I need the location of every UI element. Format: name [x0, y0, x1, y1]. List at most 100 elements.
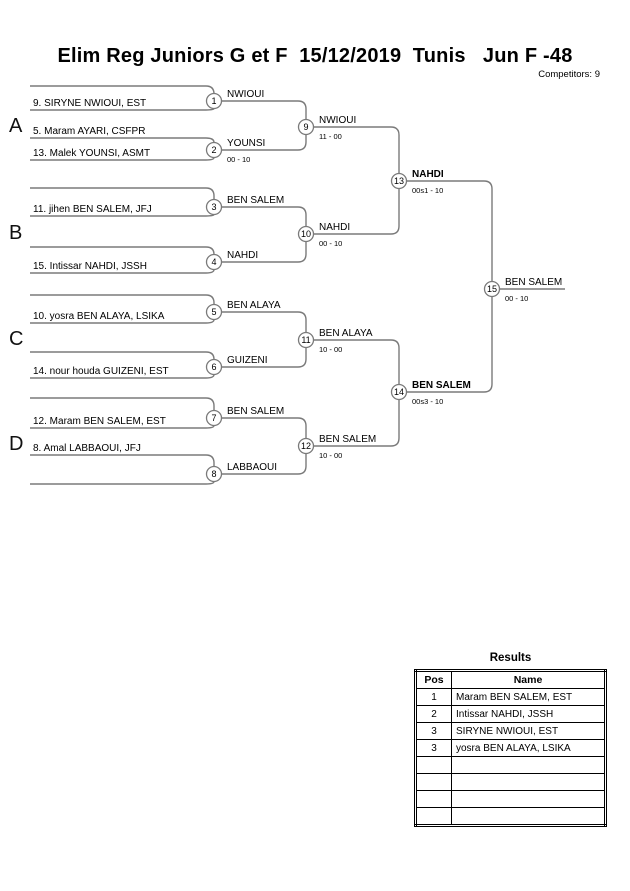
result-name: [451, 790, 606, 808]
competitor-name: 10. yosra BEN ALAYA, LSIKA: [33, 311, 165, 322]
bracket-connector: [221, 134, 307, 151]
result-name: Maram BEN SALEM, EST: [451, 688, 606, 706]
result-pos: [415, 790, 452, 808]
competitor-name: 13. Malek YOUNSI, ASMT: [33, 148, 150, 159]
match-winner-label: BEN ALAYA: [319, 328, 373, 339]
bracket-connector: [221, 417, 307, 439]
bracket-line: [30, 351, 215, 360]
results-title: Results: [489, 652, 532, 664]
group-label-c: C: [9, 328, 23, 350]
match-score: 00 - 10: [319, 239, 342, 248]
match-number-badge: [390, 383, 408, 401]
match-winner-label: GUIZENI: [227, 355, 268, 366]
bracket-line: [30, 246, 215, 255]
match-number: 7: [211, 413, 216, 423]
match-winner-label: BEN SALEM: [505, 277, 562, 288]
results-panel: Results Pos Name 1 Maram BEN SALEM, EST …: [414, 652, 607, 827]
table-row: 1 Maram BEN SALEM, EST: [415, 688, 606, 706]
competitor-name: 5. Maram AYARI, CSFPR: [33, 126, 145, 137]
result-pos: [415, 807, 452, 826]
result-pos: 1: [415, 688, 452, 706]
group-label-b: B: [9, 222, 22, 244]
result-name: [451, 756, 606, 774]
match-number-badge: [205, 409, 223, 427]
bracket-line: [30, 374, 215, 379]
result-pos: [415, 773, 452, 791]
match-winner-label: BEN SALEM: [227, 406, 284, 417]
table-row: 3 yosra BEN ALAYA, LSIKA: [415, 739, 606, 757]
competitor-name: 8. Amal LABBAOUI, JFJ: [33, 443, 141, 454]
bracket-line: [30, 187, 215, 200]
match-winner-label: NAHDI: [412, 169, 444, 180]
competitor-name: 15. Intissar NAHDI, JSSH: [33, 261, 147, 272]
bracket-line: [30, 454, 215, 467]
table-row: [415, 756, 606, 774]
match-number: 11: [301, 335, 310, 345]
match-winner-label: NAHDI: [227, 250, 258, 261]
result-pos: 2: [415, 705, 452, 723]
match-score: 00s1 - 10: [412, 186, 443, 195]
match-winner-label: BEN SALEM: [412, 380, 471, 391]
match-winner-label: NAHDI: [319, 222, 350, 233]
match-number: 12: [301, 441, 311, 451]
results-table: Pos Name 1 Maram BEN SALEM, EST 2 Intiss…: [414, 669, 607, 827]
match-number-badge: [205, 253, 223, 271]
match-number: 13: [394, 176, 404, 186]
match-number: 8: [211, 469, 216, 479]
bracket-connector: [313, 188, 400, 235]
match-score: 10 - 00: [319, 345, 342, 354]
bracket-connector: [221, 311, 307, 333]
match-number: 5: [211, 307, 216, 317]
match-score: 11 - 00: [319, 132, 342, 141]
match-number-badge: [205, 358, 223, 376]
tournament-bracket: A B C D 9. SIRYNE NWIOUI, EST 5. Maram A…: [9, 85, 565, 485]
table-row: 3 SIRYNE NWIOUI, EST: [415, 722, 606, 740]
match-winner-label: BEN ALAYA: [227, 300, 281, 311]
match-number: 1: [211, 96, 216, 106]
table-row: [415, 790, 606, 808]
match-number-badge: [205, 465, 223, 483]
bracket-connector: [313, 126, 400, 174]
bracket-connector: [313, 399, 400, 447]
results-header-row: Pos Name: [415, 670, 606, 689]
bracket-line: [30, 481, 215, 485]
match-number-badge: [297, 118, 315, 136]
bracket-line: [30, 397, 215, 411]
match-number-badge: [297, 331, 315, 349]
result-name: Intissar NAHDI, JSSH: [451, 705, 606, 723]
match-winner-label: BEN SALEM: [319, 434, 376, 445]
bracket-line: [30, 269, 215, 274]
match-number-badge: [205, 198, 223, 216]
match-number-badge: [205, 92, 223, 110]
match-number: 15: [487, 284, 497, 294]
bracket-connector: [221, 100, 307, 120]
result-name: [451, 773, 606, 791]
col-header-name: Name: [451, 670, 606, 689]
match-score: 00 - 10: [227, 155, 250, 164]
match-number: 6: [211, 362, 216, 372]
bracket-connector: [406, 296, 493, 393]
result-name: [451, 807, 606, 826]
match-score: 00 - 10: [505, 294, 528, 303]
match-number: 10: [301, 229, 311, 239]
match-number: 4: [211, 257, 216, 267]
competitor-name: 9. SIRYNE NWIOUI, EST: [33, 98, 146, 109]
match-number-badge: [483, 280, 501, 298]
competitor-name: 12. Maram BEN SALEM, EST: [33, 416, 166, 427]
table-row: [415, 773, 606, 791]
match-score: 00s3 - 10: [412, 397, 443, 406]
match-winner-label: YOUNSI: [227, 138, 265, 149]
group-label-a: A: [9, 115, 23, 137]
table-row: 2 Intissar NAHDI, JSSH: [415, 705, 606, 723]
match-winner-label: NWIOUI: [319, 115, 356, 126]
match-winner-label: NWIOUI: [227, 89, 264, 100]
match-winner-label: BEN SALEM: [227, 195, 284, 206]
match-number-badge: [205, 303, 223, 321]
bracket-line: [30, 294, 215, 305]
result-name: yosra BEN ALAYA, LSIKA: [451, 739, 606, 757]
match-number-badge: [297, 437, 315, 455]
table-row: [415, 807, 606, 826]
match-number-badge: [205, 141, 223, 159]
competitors-count: Competitors: 9: [538, 69, 600, 80]
competitor-name: 11. jihen BEN SALEM, JFJ: [33, 204, 152, 215]
